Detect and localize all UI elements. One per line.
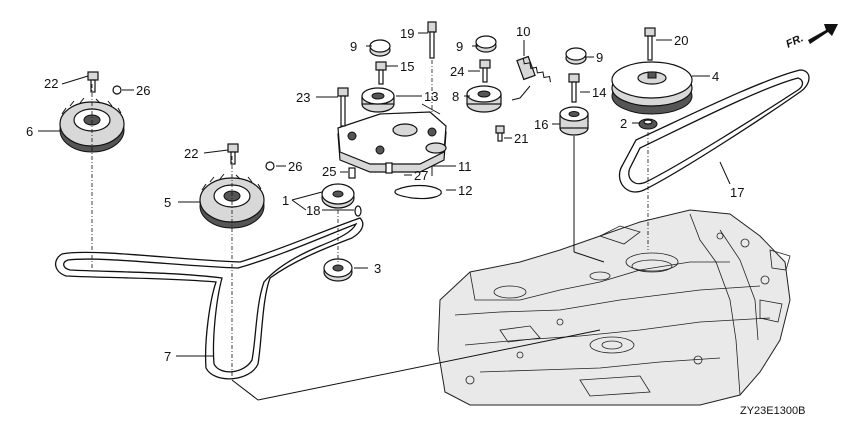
callout-26-mid: 26 [288, 159, 302, 174]
callout-11: 11 [458, 159, 472, 174]
part-2-washer [638, 118, 658, 130]
callout-8: 8 [452, 89, 459, 104]
part-13-tensioner-bracket [337, 111, 447, 173]
callout-22-mid: 22 [184, 146, 198, 161]
part-16-collar [559, 106, 589, 136]
part-13-pulley [361, 87, 395, 113]
diagram-code: ZY23E1300B [740, 405, 805, 417]
front-marker-label: FR. [784, 32, 805, 50]
callout-1: 1 [282, 193, 289, 208]
part-6-timing-pulley [59, 97, 125, 153]
part-21-bolt [495, 125, 505, 142]
callout-20: 20 [674, 33, 688, 48]
part-20-bolt [644, 27, 656, 61]
callout-27: 27 [414, 168, 428, 183]
callout-9-mid: 9 [456, 39, 463, 54]
callout-10: 10 [516, 24, 530, 39]
callout-2: 2 [620, 116, 627, 131]
callout-13: 13 [424, 89, 438, 104]
part-18-ring [354, 205, 362, 217]
part-19-stud [427, 21, 437, 59]
callout-25: 25 [322, 164, 336, 179]
front-arrow-icon [808, 24, 838, 44]
callout-19: 19 [400, 26, 414, 41]
callout-labels: 22 26 6 22 26 5 1 18 25 3 7 23 13 9 15 1… [26, 24, 744, 364]
part-23-bolt [337, 87, 349, 127]
callout-9-left: 9 [350, 39, 357, 54]
part-3-sprocket [323, 258, 353, 282]
engine-block [437, 209, 791, 406]
callout-22-top: 22 [44, 76, 58, 91]
callout-12: 12 [458, 183, 472, 198]
callout-24: 24 [450, 64, 464, 79]
callout-15: 15 [400, 59, 414, 74]
alignment-lines [91, 60, 649, 401]
part-7-timing-belt [55, 217, 364, 380]
part-14-bolt [568, 73, 580, 103]
part-12-o-ring [394, 184, 442, 200]
part-9-cap-mid [475, 35, 497, 53]
part-1-gear-assembly [321, 167, 362, 217]
part-9-cap-right [565, 47, 587, 65]
part-4-idler-pulley [611, 61, 693, 115]
leader-lines [38, 32, 731, 357]
part-27-dowel [385, 162, 393, 174]
part-10-spring [511, 55, 551, 101]
part-8-tensioner-pulley [466, 85, 502, 113]
callout-3: 3 [374, 261, 381, 276]
part-5-timing-pulley [199, 173, 265, 229]
part-17-timing-belt [618, 69, 810, 193]
callout-5: 5 [164, 195, 171, 210]
callout-14: 14 [592, 85, 606, 100]
callout-9-right: 9 [596, 50, 603, 65]
part-25-pin [348, 167, 356, 179]
callout-7: 7 [164, 349, 171, 364]
callout-23: 23 [296, 90, 310, 105]
part-26-pin-mid [265, 161, 275, 171]
callout-6: 6 [26, 124, 33, 139]
part-22-bolt-top [87, 71, 99, 93]
callout-21: 21 [514, 131, 528, 146]
callout-18: 18 [306, 203, 320, 218]
callout-26-top: 26 [136, 83, 150, 98]
front-arrow-marker: FR. [784, 24, 838, 51]
part-26-pin-top [112, 85, 122, 95]
part-9-cap-left [369, 39, 391, 57]
part-15-bolt [375, 61, 387, 85]
callout-4: 4 [712, 69, 719, 84]
part-24-bolt [479, 59, 491, 83]
callout-17: 17 [730, 185, 744, 200]
part-22-bolt-mid [227, 143, 239, 165]
callout-16: 16 [534, 117, 548, 132]
